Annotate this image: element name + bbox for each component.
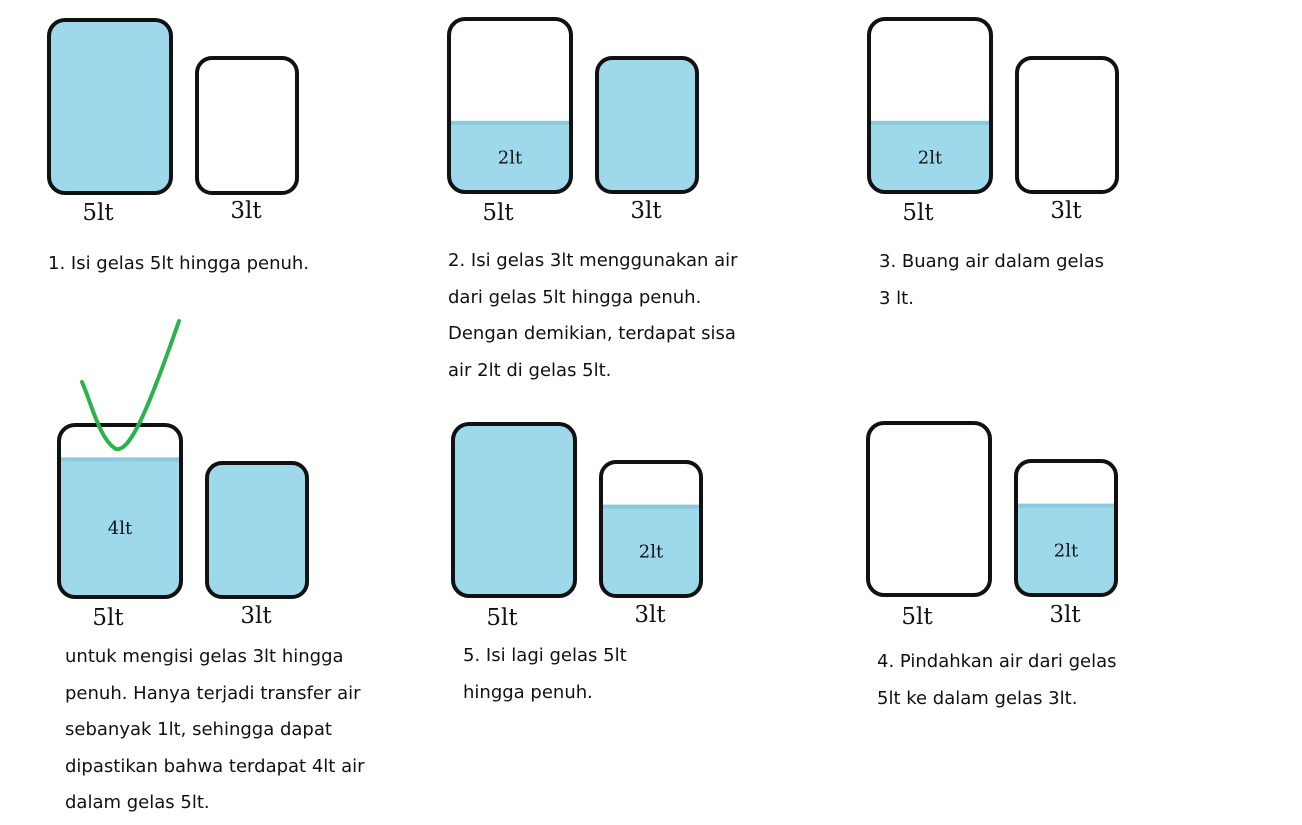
step-text-line: untuk mengisi gelas 3lt hingga (65, 646, 344, 667)
glass-outline (447, 17, 573, 194)
step-text-p4: 4. Pindahkan air dari gelas 5lt ke dalam … (877, 644, 1117, 717)
step-text-line: air 2lt di gelas 5lt. (448, 359, 612, 381)
water-fill (597, 58, 697, 192)
glass-capacity-label: 3lt (230, 198, 262, 224)
water-fill (453, 424, 575, 596)
glass-outline (1014, 459, 1118, 597)
step-panel-p6: 4lt 5lt 3lt (57, 423, 309, 631)
big-glass-p6: 4lt 5lt (57, 423, 183, 631)
water-fill (449, 122, 571, 192)
glass-outline (1015, 56, 1119, 194)
glass-capacity-label: 3lt (240, 603, 272, 629)
glass-capacity-label: 5lt (82, 200, 114, 226)
water-fill (601, 506, 701, 596)
big-glass-p5: 5lt (451, 422, 577, 631)
step-panel-p1: 5lt 3lt (47, 18, 299, 226)
small-glass-p3: 3lt (1015, 56, 1119, 224)
step-text-line: 5lt ke dalam gelas 3lt. (877, 687, 1078, 709)
small-glass-p4: 2lt 3lt (1014, 459, 1118, 628)
water-fill (207, 463, 307, 597)
glass-outline (205, 461, 309, 599)
glass-capacity-label: 5lt (482, 200, 514, 226)
big-glass-p1: 5lt (47, 18, 173, 226)
small-glass-p6: 3lt (205, 461, 309, 629)
small-glass-p1: 3lt (195, 56, 299, 224)
step-text-line: penuh. Hanya terjadi transfer air (65, 682, 361, 704)
glass-capacity-label: 3lt (630, 198, 662, 224)
water-fill (59, 459, 181, 597)
glass-outline (866, 421, 992, 597)
water-volume-label: 2lt (498, 147, 523, 168)
small-glass-p2: 3lt (595, 56, 699, 224)
step-panel-p4: 5lt 2lt 3lt (866, 421, 1118, 630)
water-volume-label: 4lt (108, 518, 133, 539)
glass-capacity-label: 3lt (634, 602, 666, 628)
water-fill (1016, 505, 1116, 595)
step-text-p6: untuk mengisi gelas 3lt hingga penuh. Han… (65, 639, 365, 822)
glass-capacity-label: 3lt (1049, 602, 1081, 628)
step-text-p2: 2. Isi gelas 3lt menggunakan air dari gel… (448, 243, 738, 389)
small-glass-p5: 2lt 3lt (599, 460, 703, 628)
step-text-p3: 3. Buang air dalam gelas 3 lt. (879, 244, 1104, 317)
water-fill (869, 122, 991, 192)
step-text-p5: 5. Isi lagi gelas 5lt hingga penuh. (463, 638, 627, 711)
step-panel-p5: 5lt 2lt 3lt (451, 422, 703, 631)
step-text-line: Dengan demikian, terdapat sisa (448, 323, 736, 344)
step-text-line: 4. Pindahkan air dari gelas (877, 651, 1117, 672)
water-volume-label: 2lt (639, 541, 664, 562)
water-fill (49, 20, 171, 193)
glass-outline (195, 56, 299, 195)
water-volume-label: 2lt (918, 147, 943, 168)
step-text-line: dipastikan bahwa terdapat 4lt air (65, 755, 365, 777)
glass-capacity-label: 5lt (486, 605, 518, 631)
glass-capacity-label: 5lt (92, 605, 124, 631)
step-text-line: dalam gelas 5lt. (65, 792, 210, 813)
glass-outline (867, 17, 993, 194)
step-text-p1: 1. Isi gelas 5lt hingga penuh. (48, 246, 309, 283)
glass-outline (599, 460, 703, 598)
glass-outline (451, 422, 577, 598)
step-text-line: sebanyak 1lt, sehingga dapat (65, 719, 332, 740)
water-volume-label: 2lt (1054, 540, 1079, 561)
step-text-line: hingga penuh. (463, 681, 593, 703)
check-mark-icon (80, 319, 181, 452)
step-text-line: 2. Isi gelas 3lt menggunakan air (448, 250, 738, 271)
glass-outline (57, 423, 183, 599)
step-text-line: 3 lt. (879, 287, 914, 309)
big-glass-p3: 2lt 5lt (867, 17, 993, 226)
step-text-line: 3. Buang air dalam gelas (879, 251, 1105, 272)
step-text-line: 5. Isi lagi gelas 5lt (463, 645, 627, 666)
step-panel-p3: 2lt 5lt 3lt (867, 17, 1119, 226)
glass-outline (595, 56, 699, 194)
step-text-line: 1. Isi gelas 5lt hingga penuh. (48, 253, 310, 274)
glass-capacity-label: 3lt (1050, 198, 1082, 224)
step-panel-p2: 2lt 5lt 3lt (447, 17, 699, 226)
step-text-line: dari gelas 5lt hingga penuh. (448, 286, 702, 308)
glass-capacity-label: 5lt (902, 200, 934, 226)
big-glass-p4: 5lt (866, 421, 992, 630)
glass-capacity-label: 5lt (901, 604, 933, 630)
big-glass-p2: 2lt 5lt (447, 17, 573, 226)
glass-outline (47, 18, 173, 195)
